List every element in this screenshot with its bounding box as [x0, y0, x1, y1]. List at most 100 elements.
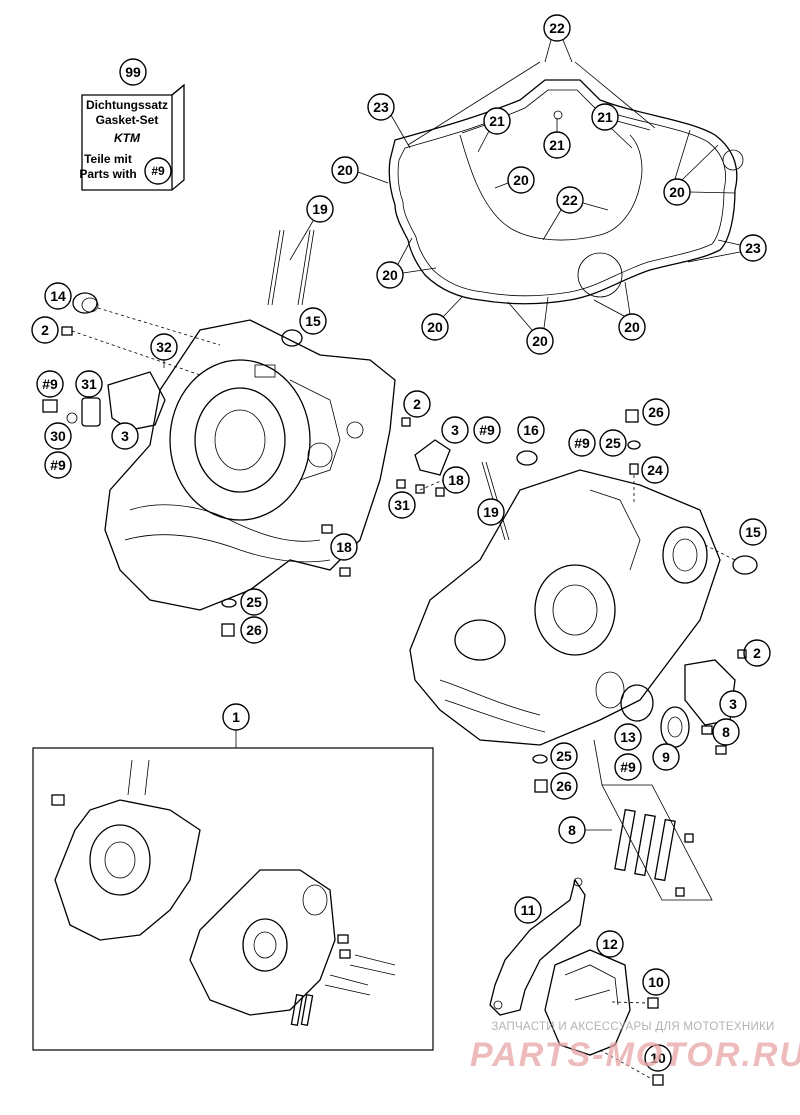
- callout-18[interactable]: 18: [442, 466, 470, 494]
- crankcase-gasket: [388, 79, 744, 305]
- svg-text:31: 31: [394, 497, 410, 513]
- svg-text:26: 26: [648, 404, 664, 420]
- callout-23[interactable]: 23: [367, 93, 395, 121]
- cover-10: [660, 706, 690, 748]
- gasket-3: [107, 371, 166, 431]
- svg-text:21: 21: [489, 113, 505, 129]
- callout-1[interactable]: 1: [222, 703, 250, 731]
- callout-22[interactable]: 22: [556, 186, 584, 214]
- callout-20[interactable]: 20: [421, 313, 449, 341]
- callout-31[interactable]: 30: [44, 422, 72, 450]
- washer: [66, 412, 78, 424]
- svg-text:#9: #9: [42, 376, 58, 392]
- svg-text:11: 11: [521, 902, 536, 918]
- callout-21[interactable]: 21: [591, 103, 619, 131]
- callout-26[interactable]: 26: [240, 616, 268, 644]
- callout-24[interactable]: 24: [641, 456, 669, 484]
- svg-text:23: 23: [373, 99, 389, 115]
- watermark-brand: PARTS-MOTOR.RU: [470, 1036, 800, 1074]
- callout-30[interactable]: 31: [75, 370, 103, 398]
- svg-text:2: 2: [753, 645, 761, 661]
- callout-25[interactable]: 25: [599, 429, 627, 457]
- callout-7[interactable]: 3: [441, 416, 469, 444]
- svg-text:18: 18: [448, 472, 464, 488]
- strainer-set-8: [593, 739, 713, 901]
- screw-12: [647, 997, 659, 1009]
- callout-25[interactable]: 25: [240, 588, 268, 616]
- svg-text:10: 10: [650, 1050, 666, 1066]
- callout-14[interactable]: 11: [514, 896, 542, 924]
- svg-text:#9: #9: [50, 457, 66, 473]
- seal-25: [221, 598, 237, 608]
- svg-text:3: 3: [729, 696, 737, 712]
- callout-2[interactable]: 2: [403, 390, 431, 418]
- svg-text:#9: #9: [479, 422, 495, 438]
- svg-text:8: 8: [568, 822, 576, 838]
- callout-20[interactable]: 20: [663, 178, 691, 206]
- callout-10[interactable]: 9: [652, 743, 680, 771]
- callout-18[interactable]: 18: [330, 533, 358, 561]
- callout-20[interactable]: 20: [376, 261, 404, 289]
- callout-26[interactable]: 26: [550, 772, 578, 800]
- callout-21[interactable]: 21: [543, 131, 571, 159]
- callout-12[interactable]: 10: [644, 1044, 672, 1072]
- callout-11[interactable]: 13: [614, 723, 642, 751]
- bushing-17: [516, 450, 538, 466]
- o-ring-11: [620, 684, 654, 722]
- svg-text:31: 31: [81, 376, 97, 392]
- callout-22[interactable]: 22: [543, 14, 571, 42]
- callout-3[interactable]: 3: [111, 422, 139, 450]
- right-crankcase-half: [409, 461, 721, 746]
- kit-line4: Parts with: [79, 167, 136, 181]
- callout-13[interactable]: 12: [596, 930, 624, 958]
- callout-20[interactable]: 20: [526, 327, 554, 355]
- svg-text:14: 14: [50, 288, 66, 304]
- bracket-14: [489, 877, 586, 1016]
- callout-27[interactable]: 26: [642, 398, 670, 426]
- callout-kit-ref[interactable]: #9: [144, 157, 172, 185]
- callout-ref-9[interactable]: #9: [44, 451, 72, 479]
- callout-20[interactable]: 20: [331, 156, 359, 184]
- part-30: [81, 397, 101, 427]
- svg-text:1: 1: [232, 709, 240, 725]
- callout-20[interactable]: 20: [507, 166, 535, 194]
- callout-25[interactable]: 25: [550, 742, 578, 770]
- callout-ref-9[interactable]: #9: [473, 416, 501, 444]
- callout-16[interactable]: 15: [739, 518, 767, 546]
- callout-12[interactable]: 10: [642, 968, 670, 996]
- svg-text:23: 23: [745, 240, 761, 256]
- callout-29[interactable]: 32: [150, 333, 178, 361]
- svg-text:10: 10: [648, 974, 664, 990]
- callout-19[interactable]: 19: [477, 498, 505, 526]
- plug-27: [625, 409, 639, 423]
- callout-21[interactable]: 21: [483, 107, 511, 135]
- callout-99[interactable]: 99: [119, 58, 147, 86]
- cover-13: [544, 949, 631, 1056]
- callout-23[interactable]: 23: [739, 234, 767, 262]
- callout-15[interactable]: 14: [44, 282, 72, 310]
- callout-2[interactable]: 2: [31, 316, 59, 344]
- callout-9[interactable]: 8: [712, 718, 740, 746]
- svg-text:2: 2: [413, 396, 421, 412]
- callout-28[interactable]: 31: [388, 491, 416, 519]
- kit-line2: Gasket-Set: [96, 113, 159, 127]
- callout-17[interactable]: 16: [517, 416, 545, 444]
- svg-text:20: 20: [624, 319, 640, 335]
- callout-16[interactable]: 15: [299, 307, 327, 335]
- callout-32[interactable]: #9: [36, 370, 64, 398]
- callout-20[interactable]: 20: [618, 313, 646, 341]
- dowel-pin: [401, 417, 411, 427]
- svg-text:20: 20: [669, 184, 685, 200]
- callout-ref-9[interactable]: #9: [614, 753, 642, 781]
- inset-left-half: [51, 759, 201, 941]
- watermark-top: ЗАПЧАСТИ И АКСЕССУАРЫ ДЛЯ МОТОТЕХНИКИ: [491, 1021, 774, 1033]
- callout-19[interactable]: 19: [306, 195, 334, 223]
- watermark: ЗАПЧАСТИ И АКСЕССУАРЫ ДЛЯ МОТОТЕХНИКИ PA…: [470, 1021, 800, 1074]
- callout-ref-9[interactable]: #9: [568, 429, 596, 457]
- svg-text:21: 21: [597, 109, 613, 125]
- callout-3[interactable]: 3: [719, 690, 747, 718]
- callout-2[interactable]: 2: [743, 639, 771, 667]
- drain-plug-26: [221, 623, 235, 637]
- callout-8[interactable]: 8: [558, 816, 586, 844]
- ktm-logo: KTM: [114, 131, 141, 145]
